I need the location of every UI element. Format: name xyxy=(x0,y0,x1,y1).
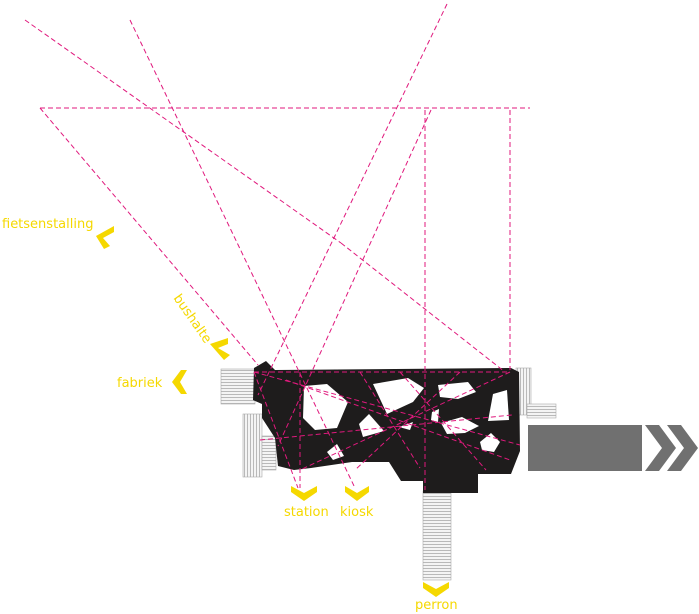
sightline xyxy=(359,371,421,469)
void-3 xyxy=(438,382,476,399)
sightline xyxy=(257,3,448,396)
platform-block xyxy=(528,425,642,471)
sightline xyxy=(340,242,506,373)
void-4 xyxy=(488,390,509,421)
chevron-icon xyxy=(345,486,369,501)
label-bushalte: bushalte xyxy=(170,292,215,347)
void-1 xyxy=(303,384,348,430)
sightline xyxy=(259,414,513,441)
sightline xyxy=(253,371,299,489)
stair-elements xyxy=(220,367,557,581)
label-perron: perron xyxy=(415,598,458,613)
label-fietsenstalling: fietsenstalling xyxy=(2,217,93,232)
sightline xyxy=(24,19,342,244)
building xyxy=(253,361,520,493)
stair-left-top xyxy=(220,368,256,405)
stair-left-bottom xyxy=(242,413,263,478)
label-kiosk: kiosk xyxy=(340,505,374,520)
void-6 xyxy=(431,409,439,422)
sightline xyxy=(129,19,356,489)
chevron-icon xyxy=(291,486,317,501)
void-2 xyxy=(373,378,424,414)
double-chevron-right-icon xyxy=(645,425,698,471)
sightline xyxy=(399,371,487,471)
stair-right-mid xyxy=(526,403,557,419)
chevron-icon xyxy=(210,338,230,360)
sightline xyxy=(277,109,432,447)
label-station: station xyxy=(284,505,329,520)
sight-lines xyxy=(24,3,530,490)
sightline xyxy=(253,371,521,446)
void-5 xyxy=(359,414,384,437)
sightline xyxy=(299,371,511,471)
sightline xyxy=(39,107,259,366)
stair-perron xyxy=(422,490,452,581)
chevrons xyxy=(96,226,449,597)
building-shape xyxy=(253,361,520,493)
chevron-icon xyxy=(423,582,449,597)
stair-bottom-ramp xyxy=(261,435,277,471)
chevron-icon xyxy=(172,370,187,394)
label-fabriek: fabriek xyxy=(117,376,163,391)
chevron-icon xyxy=(96,226,114,249)
